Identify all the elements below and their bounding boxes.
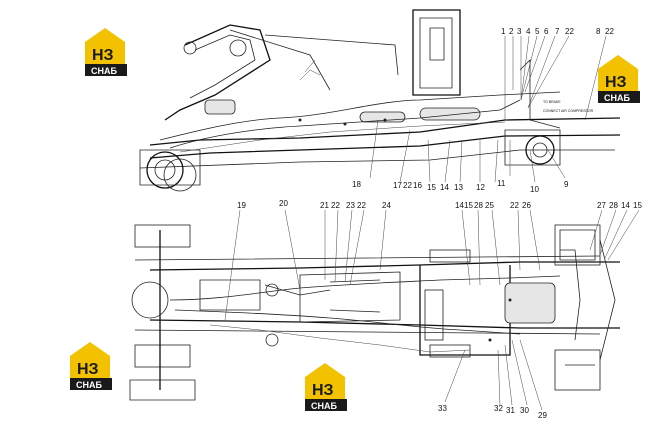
callout-12: 12 (476, 183, 485, 192)
callout-13: 13 (454, 183, 463, 192)
callout-20: 20 (279, 199, 288, 208)
drawing-note-line1: TO BRAKE (543, 100, 561, 104)
callout-2: 2 (509, 27, 514, 36)
callouts-top: 1 2 3 4 5 6 7 22 8 22 18 17 22 16 15 14 … (352, 27, 614, 194)
logo-letters: НЗ (605, 74, 627, 91)
callout-28: 28 (474, 201, 483, 210)
callout-21: 21 (320, 201, 329, 210)
callout-4: 4 (526, 27, 531, 36)
callout-33: 33 (438, 404, 447, 413)
callouts-bottom: 19 20 21 22 23 22 24 14 15 28 25 22 26 2… (237, 199, 642, 420)
plan-view-drawing (129, 209, 640, 411)
logo-word: СНАБ (604, 93, 630, 103)
callout-32: 32 (494, 404, 503, 413)
callout-5: 5 (535, 27, 540, 36)
callout-28: 28 (609, 201, 618, 210)
callout-17: 17 (393, 181, 402, 190)
callout-8: 8 (596, 27, 601, 36)
callout-1: 1 (501, 27, 506, 36)
callout-6: 6 (544, 27, 549, 36)
watermark-logo: НЗ СНАБ (598, 55, 640, 103)
logo-word: СНАБ (311, 401, 337, 411)
callout-10: 10 (530, 185, 539, 194)
watermark-logo: НЗ СНАБ (70, 342, 112, 390)
watermark-logo: НЗ СНАБ (305, 363, 347, 411)
callout-9: 9 (564, 180, 569, 189)
callout-14: 14 (440, 183, 449, 192)
watermark-logo: НЗ СНАБ (85, 28, 127, 76)
callout-22: 22 (605, 27, 614, 36)
callout-26: 26 (522, 201, 531, 210)
callout-25: 25 (485, 201, 494, 210)
callout-3: 3 (517, 27, 522, 36)
side-view-drawing (139, 9, 621, 192)
logo-letters: НЗ (312, 382, 334, 399)
callout-22: 22 (565, 27, 574, 36)
callout-11: 11 (497, 179, 506, 188)
callout-22: 22 (403, 181, 412, 190)
callout-30: 30 (520, 406, 529, 415)
callout-18: 18 (352, 180, 361, 189)
callout-22: 22 (357, 201, 366, 210)
callout-14: 14 (621, 201, 630, 210)
callout-14: 14 (455, 201, 464, 210)
callout-24: 24 (382, 201, 391, 210)
callout-19: 19 (237, 201, 246, 210)
callout-16: 16 (413, 181, 422, 190)
logo-letters: НЗ (92, 47, 114, 64)
callout-27: 27 (597, 201, 606, 210)
callout-22: 22 (510, 201, 519, 210)
logo-word: СНАБ (76, 380, 102, 390)
callout-22: 22 (331, 201, 340, 210)
callout-15: 15 (464, 201, 473, 210)
callout-15: 15 (427, 183, 436, 192)
drawing-note-line2: CONNECT AIR COMPRESSOR (543, 109, 594, 113)
logo-word: СНАБ (91, 66, 117, 76)
logo-letters: НЗ (77, 361, 99, 378)
callout-29: 29 (538, 411, 547, 420)
callout-7: 7 (555, 27, 560, 36)
callout-23: 23 (346, 201, 355, 210)
callout-15: 15 (633, 201, 642, 210)
callout-31: 31 (506, 406, 515, 415)
